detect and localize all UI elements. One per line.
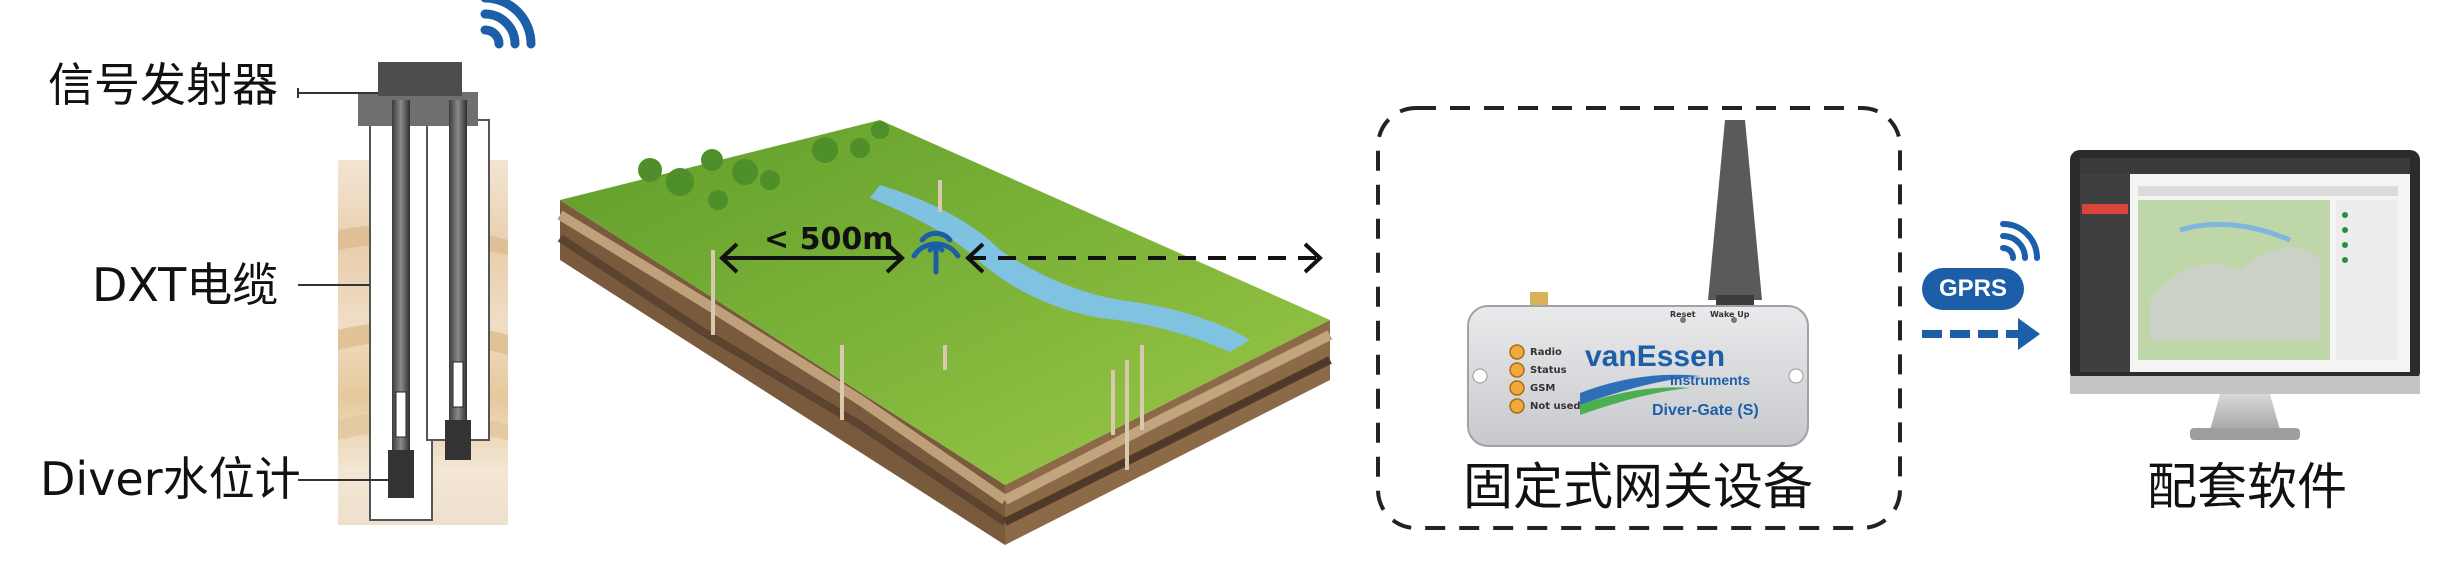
gprs-wireless-icon bbox=[2000, 221, 2040, 261]
gateway-caption: 固定式网关设备 bbox=[1463, 458, 1813, 516]
led-label-radio: Radio bbox=[1530, 347, 1562, 358]
wireless-node-icon bbox=[911, 230, 961, 275]
gprs-label: GPRS bbox=[1938, 275, 2007, 302]
software-monitor bbox=[2070, 150, 2420, 440]
led-label-status: Status bbox=[1530, 365, 1567, 376]
software-caption: 配套软件 bbox=[2147, 458, 2347, 516]
gateway-brand: vanEssen bbox=[1585, 340, 1726, 373]
gateway-device bbox=[1467, 120, 1809, 447]
gateway-brand-sub: Instruments bbox=[1670, 372, 1751, 388]
label-dxt-cable: DXT电缆 bbox=[92, 258, 279, 312]
distance-label: < 500m bbox=[764, 222, 894, 257]
gateway-top-label-reset: Reset bbox=[1670, 310, 1696, 319]
gateway-dashed-frame bbox=[1376, 106, 1902, 530]
label-transmitter: 信号发射器 bbox=[48, 58, 278, 112]
led-label-gsm: GSM bbox=[1530, 383, 1556, 394]
distance-arrow bbox=[719, 242, 905, 274]
wireless-signal-icon bbox=[480, 0, 536, 49]
gateway-model: Diver-Gate (S) bbox=[1652, 402, 1759, 419]
label-diver: Diver水位计 bbox=[40, 452, 301, 506]
borehole-leader-lines bbox=[297, 88, 390, 481]
gprs-badge bbox=[1922, 268, 2024, 310]
borehole-illustration bbox=[338, 0, 536, 525]
river bbox=[870, 185, 1250, 352]
gateway-top-label-wakeup: Wake Up bbox=[1710, 310, 1750, 319]
led-label-not-used: Not used bbox=[1530, 401, 1581, 412]
landscape-illustration bbox=[557, 120, 1333, 545]
gprs-arrow bbox=[1922, 318, 2040, 350]
gateway-led-labels: Radio Status GSM Not used bbox=[1530, 344, 1581, 416]
link-arrow-to-gateway bbox=[965, 242, 1323, 274]
